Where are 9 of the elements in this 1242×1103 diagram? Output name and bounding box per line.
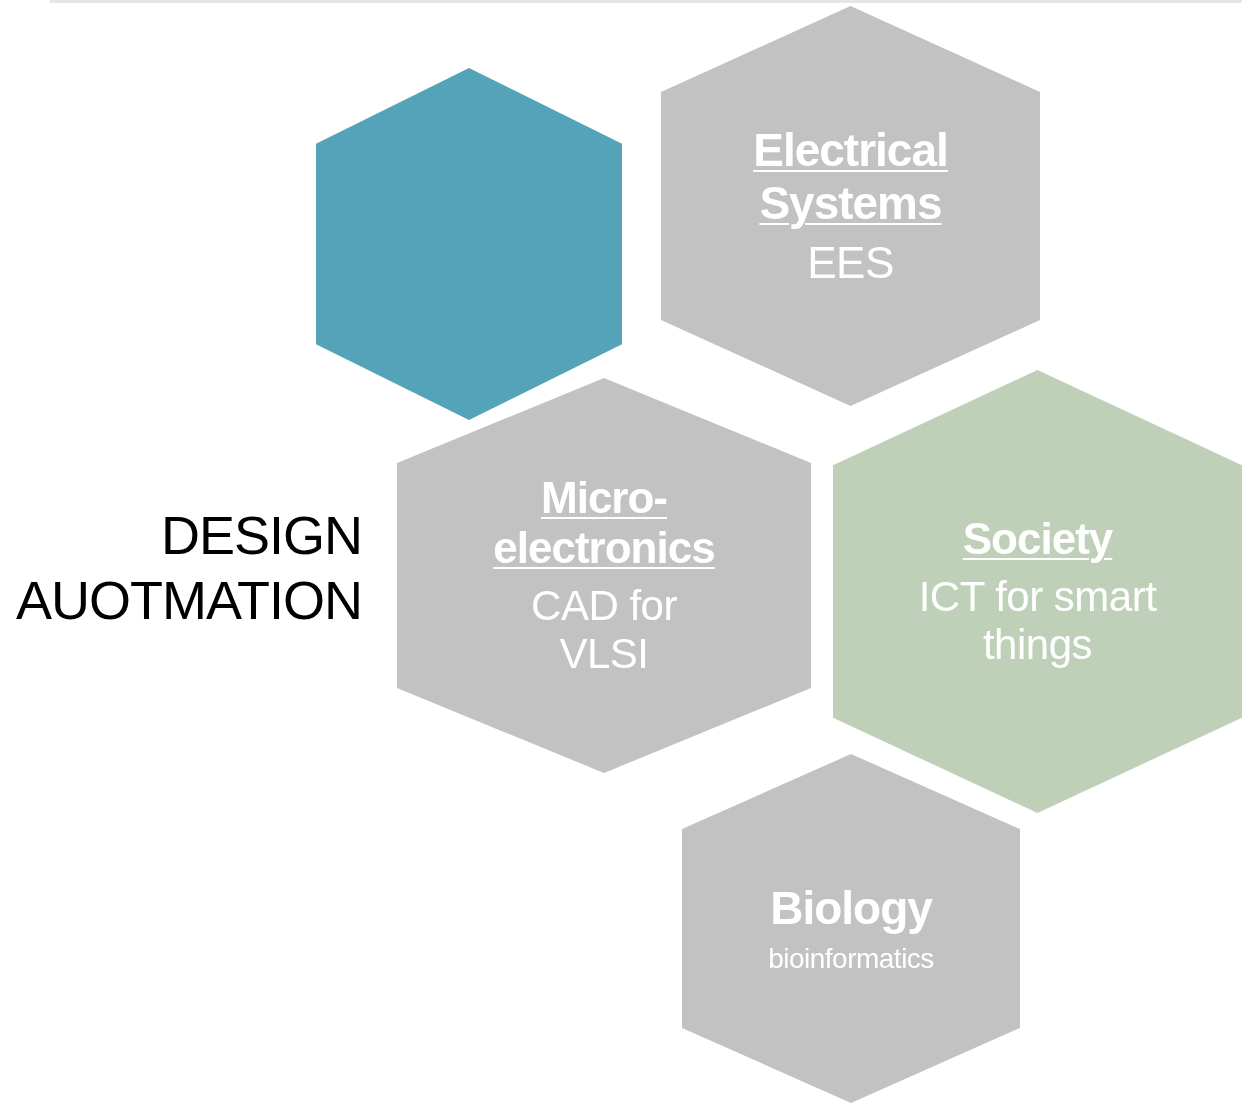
side-label: DESIGN AUOTMATION bbox=[15, 504, 362, 632]
hexagon-heading: Society bbox=[962, 513, 1113, 565]
hexagon-subtitle: ICT for smart things bbox=[917, 572, 1158, 670]
hexagon-subtitle: CAD for VLSI bbox=[530, 581, 678, 679]
hexagon-heading: Micro- electronics bbox=[492, 472, 716, 574]
hexagon-subtitle: EES bbox=[807, 237, 894, 289]
hexagon-heading: Electrical Systems bbox=[752, 123, 949, 230]
hexagon-heading: Biology bbox=[770, 881, 932, 935]
hexagon-subtitle: bioinformatics bbox=[768, 942, 934, 976]
